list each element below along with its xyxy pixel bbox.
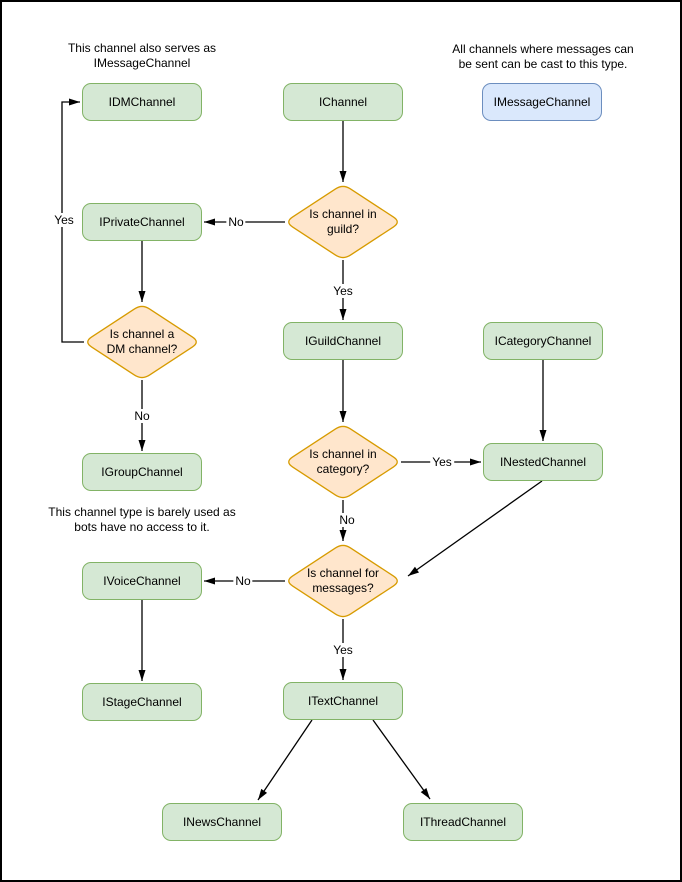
- node-ithreadchannel: IThreadChannel: [403, 803, 523, 841]
- node-inewschannel: INewsChannel: [162, 803, 282, 841]
- node-iguildchannel: IGuildChannel: [283, 322, 403, 360]
- decision-dm-shape: [87, 305, 197, 379]
- edge-itextchannel-to-inewschannel: [257, 719, 313, 801]
- edge-label-guild-yes: Yes: [331, 284, 355, 298]
- decision-category-label: Is channel in category?: [309, 447, 377, 476]
- edge-itextchannel-to-ithreadchannel: [372, 719, 431, 800]
- decision-guild-shape: [288, 185, 398, 259]
- edge-label-category-yes: Yes: [430, 455, 454, 469]
- decision-category-shape: [288, 425, 398, 499]
- edge-label-category-no: No: [337, 513, 357, 527]
- edge-label-dm-no: No: [132, 409, 152, 423]
- node-icategorychannel: ICategoryChannel: [483, 322, 603, 360]
- node-ichannel: IChannel: [283, 83, 403, 121]
- node-imessagechannel: IMessageChannel: [482, 83, 602, 121]
- node-inestedchannel: INestedChannel: [483, 443, 603, 481]
- decision-messages-shape: [288, 544, 398, 618]
- edge-inestedchannel-to-messages-decision: [407, 480, 543, 577]
- note-idmchannel: This channel also serves as IMessageChan…: [67, 41, 217, 70]
- note-igroupchannel: This channel type is barely used as bots…: [48, 505, 236, 534]
- edge-label-dm-yes: Yes: [52, 213, 76, 227]
- decision-guild-label: Is channel in guild?: [309, 207, 377, 236]
- edge-label-messages-no: No: [233, 574, 253, 588]
- node-istagechannel: IStageChannel: [82, 683, 202, 721]
- edge-label-messages-yes: Yes: [331, 643, 355, 657]
- node-igroupchannel: IGroupChannel: [82, 453, 202, 491]
- note-imessagechannel: All channels where messages can be sent …: [452, 42, 634, 71]
- node-ivoicechannel: IVoiceChannel: [82, 562, 202, 600]
- node-itextchannel: ITextChannel: [283, 682, 403, 720]
- edge-label-guild-no: No: [226, 215, 246, 229]
- node-idmchannel: IDMChannel: [82, 83, 202, 121]
- node-iprivatechannel: IPrivateChannel: [82, 203, 202, 241]
- decision-messages-label: Is channel for messages?: [306, 566, 380, 595]
- decision-dm-label: Is channel a DM channel?: [106, 327, 178, 356]
